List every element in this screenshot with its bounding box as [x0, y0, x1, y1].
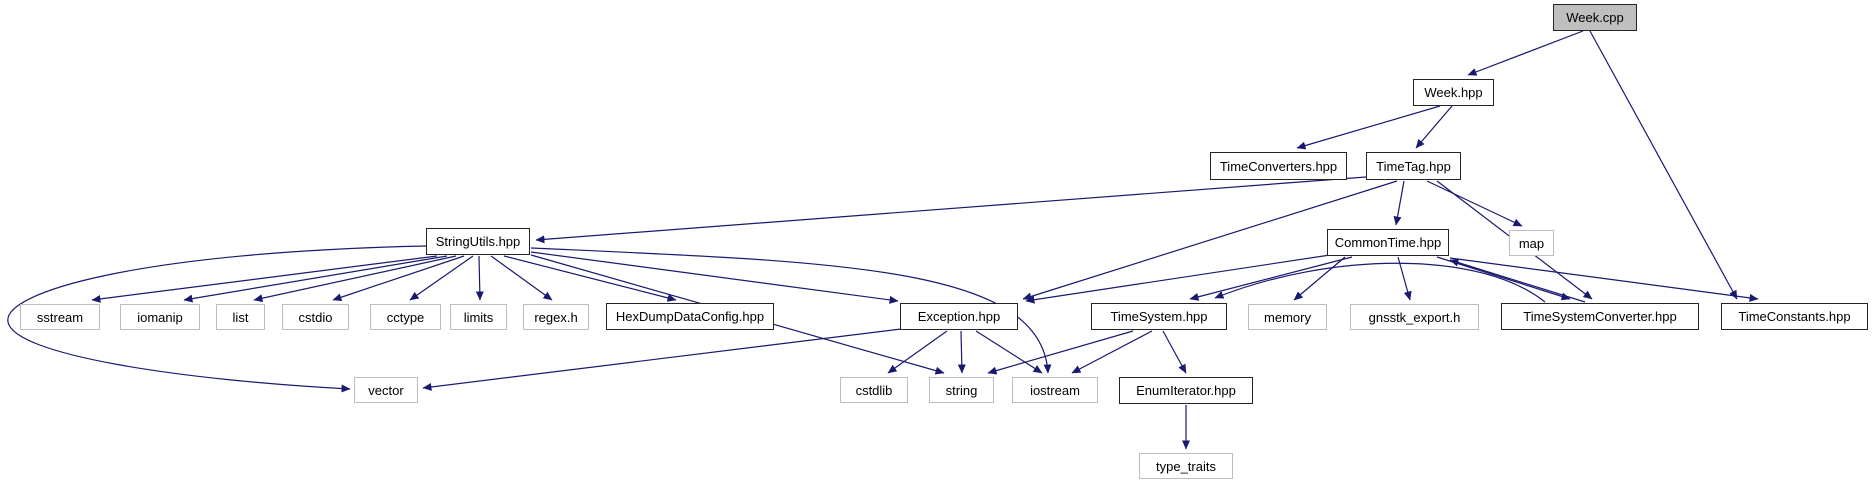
edge-stringutils-exception [530, 251, 899, 304]
node-memory[interactable]: memory [1248, 304, 1327, 330]
node-cstdio[interactable]: cstdio [282, 304, 349, 330]
edge-commontime-timesystem [1189, 256, 1353, 301]
edge-timetag-stringutils [535, 176, 1367, 244]
edge-timesystem-string [987, 330, 1134, 375]
edge-stringutils-hexdump [503, 255, 677, 302]
edge-commontime-timeconstants [1449, 257, 1759, 302]
edge-timetag-exception [1022, 180, 1398, 301]
edge-exception-iostream [975, 330, 1043, 374]
edge-stringutils-iomanip [183, 255, 448, 303]
node-iostream[interactable]: iostream [1012, 377, 1098, 403]
edge-tsconverter-timesystem [1214, 262, 1546, 303]
node-cstdlib[interactable]: cstdlib [840, 377, 908, 403]
edge-week_cpp-week_hpp [1467, 30, 1584, 76]
node-stringutils-hpp[interactable]: StringUtils.hpp [426, 228, 530, 255]
edge-timetag-commontime [1393, 180, 1405, 226]
edge-stringutils-sstream [91, 255, 438, 303]
node-list[interactable]: list [216, 304, 265, 330]
edge-week_cpp-timeconstants [1589, 30, 1738, 300]
node-timesystem-hpp[interactable]: TimeSystem.hpp [1091, 303, 1227, 330]
node-timeconstants-hpp[interactable]: TimeConstants.hpp [1721, 303, 1868, 330]
edge-commontime-exception [1025, 254, 1331, 304]
edge-timetag-map [1426, 180, 1523, 227]
node-timeconverters-hpp[interactable]: TimeConverters.hpp [1210, 152, 1347, 180]
edge-stringutils-list [253, 255, 457, 303]
edge-timesystem-enumiterator [1162, 330, 1187, 374]
node-week-cpp[interactable]: Week.cpp [1553, 4, 1637, 31]
edge-commontime-tsconverter [1436, 256, 1571, 301]
node-string[interactable]: string [929, 377, 994, 403]
node-gnsstk-export-h[interactable]: gnsstk_export.h [1350, 304, 1479, 330]
edge-commontime-memory [1293, 256, 1346, 301]
edge-stringutils-cstdio [332, 255, 465, 302]
edge-stringutils-vector [7, 245, 427, 393]
edge-tsconverter-commontime [1449, 258, 1586, 303]
node-sstream[interactable]: sstream [20, 304, 100, 330]
node-vector[interactable]: vector [354, 377, 418, 403]
edge-stringutils-regex_h [490, 255, 553, 301]
node-iomanip[interactable]: iomanip [120, 304, 200, 330]
node-map[interactable]: map [1509, 230, 1554, 256]
node-enumiterator-hpp[interactable]: EnumIterator.hpp [1119, 377, 1253, 404]
node-commontime-hpp[interactable]: CommonTime.hpp [1327, 229, 1449, 256]
edge-stringutils-limits [475, 255, 484, 301]
edge-exception-cstdlib [887, 330, 948, 374]
edge-exception-string [957, 330, 966, 374]
node-timesystemconverter-hpp[interactable]: TimeSystemConverter.hpp [1501, 303, 1699, 330]
edge-stringutils-cctype [409, 255, 474, 301]
edge-commontime-gnsstk_export [1397, 256, 1412, 301]
node-limits[interactable]: limits [450, 304, 507, 330]
node-week-hpp[interactable]: Week.hpp [1413, 79, 1494, 106]
node-hexdumpdataconfig-hpp[interactable]: HexDumpDataConfig.hpp [606, 303, 774, 330]
edge-week_hpp-timeconverters [1296, 105, 1441, 150]
node-regex-h[interactable]: regex.h [523, 304, 589, 330]
node-type-traits[interactable]: type_traits [1139, 453, 1233, 479]
node-timetag-hpp[interactable]: TimeTag.hpp [1366, 152, 1461, 180]
edge-timesystem-iostream [1071, 330, 1153, 374]
node-cctype[interactable]: cctype [370, 304, 441, 330]
edge-stringutils-iostream [530, 247, 1052, 374]
node-exception-hpp[interactable]: Exception.hpp [900, 303, 1018, 330]
edge-week_hpp-timetag [1415, 105, 1453, 149]
edge-exception-vector [422, 328, 902, 391]
